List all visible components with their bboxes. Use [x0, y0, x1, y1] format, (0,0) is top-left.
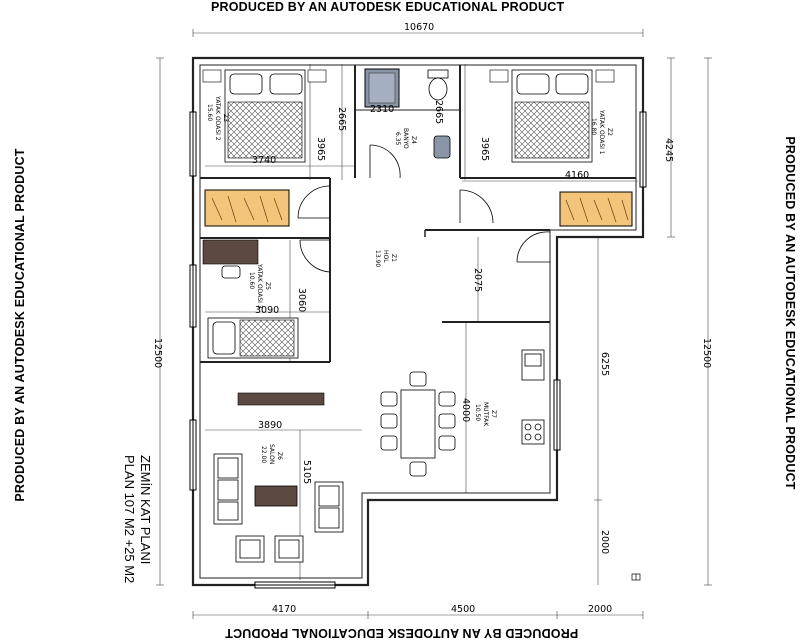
dim-bath-lower: 2665: [433, 100, 444, 124]
svg-text:YATAK ODASI 1: YATAK ODASI 1: [598, 109, 605, 155]
dim-bedroom1-width: 3740: [252, 155, 276, 166]
svg-text:10.60: 10.60: [248, 272, 255, 289]
dim-hall: 2075: [472, 268, 483, 292]
svg-text:15.60: 15.60: [206, 104, 213, 121]
plan-subtitle: PLAN 107 M2 +25 M2: [122, 455, 137, 584]
bed-bedroom1: [202, 69, 327, 163]
svg-text:BANYO: BANYO: [402, 128, 409, 149]
bed-bedroom3: [207, 317, 299, 359]
dim-overall-width: 10670: [404, 22, 434, 33]
dimension-text: 10670 12500 12500 4245 3740 3965 2665 26…: [152, 22, 712, 615]
dim-bottom-left: 4170: [272, 604, 296, 615]
svg-text:YATAK ODASI 3: YATAK ODASI 3: [256, 263, 263, 309]
dim-bedroom2-height: 3965: [479, 137, 490, 161]
watermark-bottom: PRODUCED BY AN AUTODESK EDUCATIONAL PROD…: [225, 626, 579, 640]
dim-living-height: 5105: [301, 460, 312, 484]
svg-text:Z1: Z1: [390, 254, 397, 262]
room-label-kitchen: MUTFAK 10.50 Z7: [474, 402, 497, 427]
room-label-bedroom3: YATAK ODASI 3 10.60 Z5: [248, 263, 271, 309]
room-label-bedroom1: YATAK ODASI 2 15.60 Z3: [206, 95, 229, 141]
dim-living-width: 3890: [258, 420, 282, 431]
dim-bottom-mid: 4500: [451, 604, 475, 615]
dim-right-low: 2000: [599, 530, 610, 554]
dim-bath-width: 2310: [370, 104, 394, 115]
room-label-living: SALON 22.00 Z6: [260, 444, 283, 464]
desk-bedroom3: [202, 239, 259, 279]
svg-text:Z3: Z3: [222, 114, 229, 122]
svg-text:Z2: Z2: [606, 128, 613, 136]
bathroom-fixtures: [364, 68, 451, 159]
dim-bedroom2-width: 4160: [565, 170, 589, 181]
dim-overall-height-left: 12500: [152, 338, 163, 368]
svg-text:16.80: 16.80: [590, 118, 597, 135]
windows: [189, 111, 647, 589]
dim-bath-upper: 2665: [336, 107, 347, 131]
watermark-left: PRODUCED BY AN AUTODESK EDUCATIONAL PROD…: [13, 148, 27, 502]
doors: [297, 144, 551, 273]
kitchen-fixtures: [521, 349, 545, 445]
svg-text:13.90: 13.90: [374, 250, 381, 267]
svg-text:MUTFAK: MUTFAK: [482, 402, 489, 427]
svg-text:Z6: Z6: [276, 452, 283, 460]
room-label-hall: HOL 13.90 Z1: [374, 250, 397, 267]
tv-unit: [237, 392, 325, 406]
svg-text:6.35: 6.35: [394, 132, 401, 146]
bed-bedroom2: [489, 69, 615, 163]
svg-text:YATAK ODASI 2: YATAK ODASI 2: [214, 95, 221, 141]
dim-overall-height-right: 12500: [701, 338, 712, 368]
svg-text:Z4: Z4: [410, 136, 417, 144]
wardrobe-bedroom1: [204, 189, 290, 227]
watermark-top: PRODUCED BY AN AUTODESK EDUCATIONAL PROD…: [211, 0, 565, 14]
svg-text:SALON: SALON: [268, 444, 275, 464]
dim-bedroom3-width: 3090: [255, 305, 279, 316]
dining-set: [380, 371, 456, 477]
svg-text:Z7: Z7: [490, 410, 497, 418]
dim-right-upper: 4245: [663, 138, 674, 162]
watermark-right: PRODUCED BY AN AUTODESK EDUCATIONAL PROD…: [783, 136, 797, 490]
svg-text:22.00: 22.00: [260, 446, 267, 463]
room-labels: YATAK ODASI 2 15.60 Z3 BANYO 6.35 Z4 YAT…: [206, 95, 613, 464]
svg-text:HOL: HOL: [382, 250, 389, 263]
room-label-bedroom2: YATAK ODASI 1 16.80 Z2: [590, 109, 613, 155]
svg-text:10.50: 10.50: [474, 404, 481, 421]
dim-kitchen-height: 4000: [460, 398, 471, 422]
living-furniture: [213, 453, 344, 563]
wardrobe-bedroom2: [559, 191, 633, 227]
plan-title: ZEMİN KAT PLANI: [138, 455, 153, 565]
dim-bedroom3-height: 3060: [296, 288, 307, 312]
dim-bottom-right: 2000: [588, 604, 612, 615]
dim-bedroom1-height: 3965: [315, 137, 326, 161]
svg-text:Z5: Z5: [264, 282, 271, 290]
dim-right-mid: 6255: [599, 352, 610, 376]
dimension-lines: [156, 29, 712, 619]
grid-marker-icon: [631, 573, 641, 581]
room-label-bath: BANYO 6.35 Z4: [394, 128, 417, 149]
